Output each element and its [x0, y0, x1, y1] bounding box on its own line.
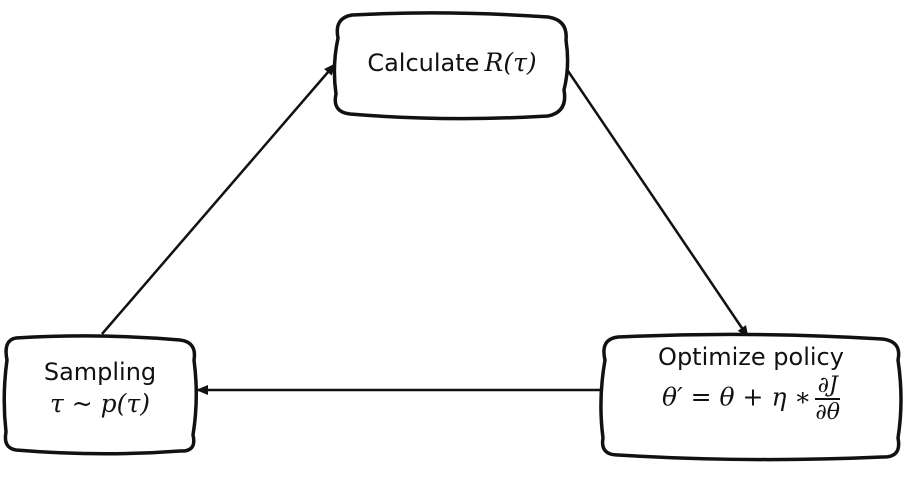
node-sampling-title: Sampling [43, 358, 157, 386]
fraction-numerator: ∂J [815, 374, 840, 400]
node-calculate-title: Calculate [367, 49, 480, 77]
node-sampling-formula: τ ~ p(τ) [49, 388, 150, 418]
arrow-sampling-to-calculate [101, 63, 336, 335]
fraction-denominator: ∂θ [815, 399, 840, 425]
node-calculate: Calculate R(τ) [336, 48, 568, 78]
arrow-calculate-to-optimize [564, 67, 750, 338]
node-box-sampling [2, 334, 199, 456]
node-calculate-formula: R(τ) [484, 48, 537, 77]
node-optimize-fraction: ∂J∂θ [815, 374, 840, 424]
node-optimize-formula: θ′ = θ + η ∗∂J∂θ [602, 374, 900, 424]
node-box-optimize [599, 332, 903, 462]
node-optimize-lhs: θ′ = θ + η ∗ [661, 382, 812, 412]
node-box-calculate [332, 11, 570, 121]
node-optimize-title: Optimize policy [658, 343, 844, 371]
node-sampling: Sampling τ ~ p(τ) [6, 358, 194, 419]
node-optimize: Optimize policy θ′ = θ + η ∗∂J∂θ [602, 343, 900, 424]
